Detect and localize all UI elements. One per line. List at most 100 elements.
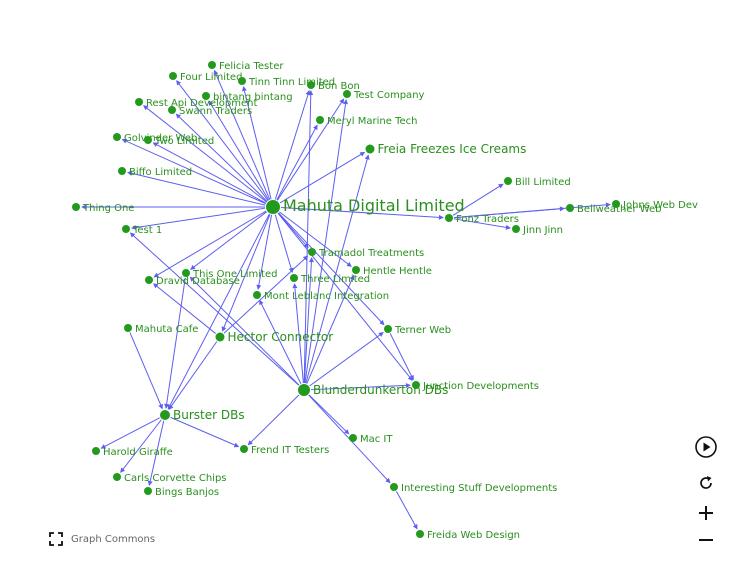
node-label[interactable]: Mahuta Digital Limited	[283, 196, 465, 215]
node-harold[interactable]: Harold Giraffe	[92, 447, 173, 458]
node-tramadol[interactable]: Tramadol Treatments	[308, 248, 424, 259]
node-bonbon[interactable]: Bon Bon	[307, 81, 360, 92]
node-thingone[interactable]: Thing One	[72, 203, 134, 214]
node-test1[interactable]: Test 1	[122, 225, 162, 236]
node-dot[interactable]	[512, 225, 520, 233]
node-label[interactable]: Bill Limited	[515, 177, 571, 188]
node-label[interactable]: Hentle Hentle	[363, 266, 432, 277]
node-label[interactable]: Junction Developments	[422, 381, 539, 392]
zoom-out-button[interactable]	[693, 527, 719, 553]
zoom-in-button[interactable]	[693, 500, 719, 526]
node-interesting[interactable]: Interesting Stuff Developments	[390, 483, 557, 494]
node-label[interactable]: Tramadol Treatments	[318, 248, 424, 259]
node-fonz[interactable]: Fonz Traders	[445, 214, 519, 225]
node-label[interactable]: Dravid Database	[156, 276, 240, 287]
node-label[interactable]: Test 1	[132, 225, 162, 236]
node-freia[interactable]: Freia Freezes Ice Creams	[365, 142, 527, 156]
node-label[interactable]: Bon Bon	[318, 81, 360, 92]
node-dravid[interactable]: Dravid Database	[145, 276, 240, 287]
node-dot[interactable]	[215, 332, 225, 342]
node-dot[interactable]	[122, 225, 130, 233]
node-label[interactable]: Tinn Tinn Limited	[248, 77, 335, 88]
node-label[interactable]: bintang bintang	[213, 92, 293, 103]
node-dot[interactable]	[308, 248, 316, 256]
node-montleblanc[interactable]: Mont Leblanc Integration	[253, 291, 389, 302]
node-dot[interactable]	[412, 381, 420, 389]
node-label[interactable]: Hector Connector	[228, 330, 334, 344]
node-label[interactable]: This One Limited	[192, 269, 277, 280]
node-dot[interactable]	[445, 214, 453, 222]
node-dot[interactable]	[343, 90, 351, 98]
node-dot[interactable]	[612, 200, 620, 208]
node-label[interactable]: Johns Web Dev	[622, 200, 698, 211]
node-thislimited[interactable]: This One Limited	[182, 269, 277, 280]
node-label[interactable]: Frend IT Testers	[251, 445, 329, 456]
node-dot[interactable]	[349, 434, 357, 442]
node-label[interactable]: Meryl Marine Tech	[327, 116, 417, 127]
node-terner[interactable]: Terner Web	[384, 325, 451, 336]
node-label[interactable]: Bings Banjos	[155, 487, 219, 498]
node-felicia[interactable]: Felicia Tester	[208, 61, 284, 72]
node-jinn[interactable]: Jinn Jinn	[512, 225, 563, 236]
node-dot[interactable]	[240, 445, 248, 453]
node-bintang[interactable]: bintang bintang	[202, 92, 293, 103]
node-johns[interactable]: Johns Web Dev	[612, 200, 698, 211]
node-tinn[interactable]: Tinn Tinn Limited	[238, 77, 335, 88]
node-dot[interactable]	[144, 487, 152, 495]
node-bill[interactable]: Bill Limited	[504, 177, 571, 188]
node-four[interactable]: Four Limited	[169, 72, 242, 83]
node-label[interactable]: Three Limited	[300, 274, 370, 285]
node-burster[interactable]: Burster DBs	[160, 408, 245, 422]
node-swann[interactable]: Swann Traders	[168, 106, 252, 117]
node-dot[interactable]	[135, 98, 143, 106]
node-macit[interactable]: Mac IT	[349, 434, 393, 445]
node-label[interactable]: Mac IT	[360, 434, 393, 445]
node-dot[interactable]	[118, 167, 126, 175]
node-dot[interactable]	[208, 61, 216, 69]
graph-commons-link[interactable]: Graph Commons	[49, 532, 155, 546]
node-carls[interactable]: Carls Corvette Chips	[113, 473, 227, 484]
node-label[interactable]: Harold Giraffe	[103, 447, 173, 458]
node-dot[interactable]	[113, 133, 121, 141]
node-dot[interactable]	[352, 266, 360, 274]
node-dot[interactable]	[72, 203, 80, 211]
node-label[interactable]: Jinn Jinn	[522, 225, 563, 236]
play-button[interactable]	[693, 434, 719, 460]
node-dot[interactable]	[307, 81, 315, 89]
node-dot[interactable]	[266, 200, 280, 214]
fullscreen-icon[interactable]	[49, 532, 63, 546]
node-dot[interactable]	[416, 530, 424, 538]
node-meryl[interactable]: Meryl Marine Tech	[316, 116, 417, 127]
node-dot[interactable]	[182, 269, 190, 277]
node-dot[interactable]	[384, 325, 392, 333]
node-dot[interactable]	[145, 276, 153, 284]
node-label[interactable]: Biffo Limited	[129, 167, 192, 178]
node-frend[interactable]: Frend IT Testers	[240, 445, 329, 456]
node-bings[interactable]: Bings Banjos	[144, 487, 219, 498]
node-dot[interactable]	[202, 92, 210, 100]
node-label[interactable]: Golvinder Web	[124, 133, 197, 144]
node-dot[interactable]	[144, 136, 152, 144]
node-label[interactable]: Mahuta Cafe	[135, 324, 198, 335]
node-freida[interactable]: Freida Web Design	[416, 530, 520, 541]
node-dot[interactable]	[168, 106, 176, 114]
node-label[interactable]: Carls Corvette Chips	[124, 473, 227, 484]
node-label[interactable]: Freia Freezes Ice Creams	[378, 142, 527, 156]
node-dot[interactable]	[92, 447, 100, 455]
node-biffo[interactable]: Biffo Limited	[118, 167, 192, 178]
node-dot[interactable]	[316, 116, 324, 124]
node-testco[interactable]: Test Company	[343, 90, 425, 101]
node-label[interactable]: Freida Web Design	[427, 530, 520, 541]
node-junction[interactable]: Junction Developments	[412, 381, 539, 392]
node-restapi[interactable]: Rest Api Development	[135, 98, 258, 109]
node-dot[interactable]	[169, 72, 177, 80]
node-label[interactable]: Rest Api Development	[146, 98, 258, 109]
node-dot[interactable]	[390, 483, 398, 491]
node-golvinder[interactable]: Golvinder Web	[113, 133, 197, 144]
node-label[interactable]: Felicia Tester	[219, 61, 284, 72]
node-label[interactable]: Terner Web	[394, 325, 451, 336]
node-dot[interactable]	[365, 144, 375, 154]
node-dot[interactable]	[566, 204, 574, 212]
node-label[interactable]: Burster DBs	[173, 408, 245, 422]
